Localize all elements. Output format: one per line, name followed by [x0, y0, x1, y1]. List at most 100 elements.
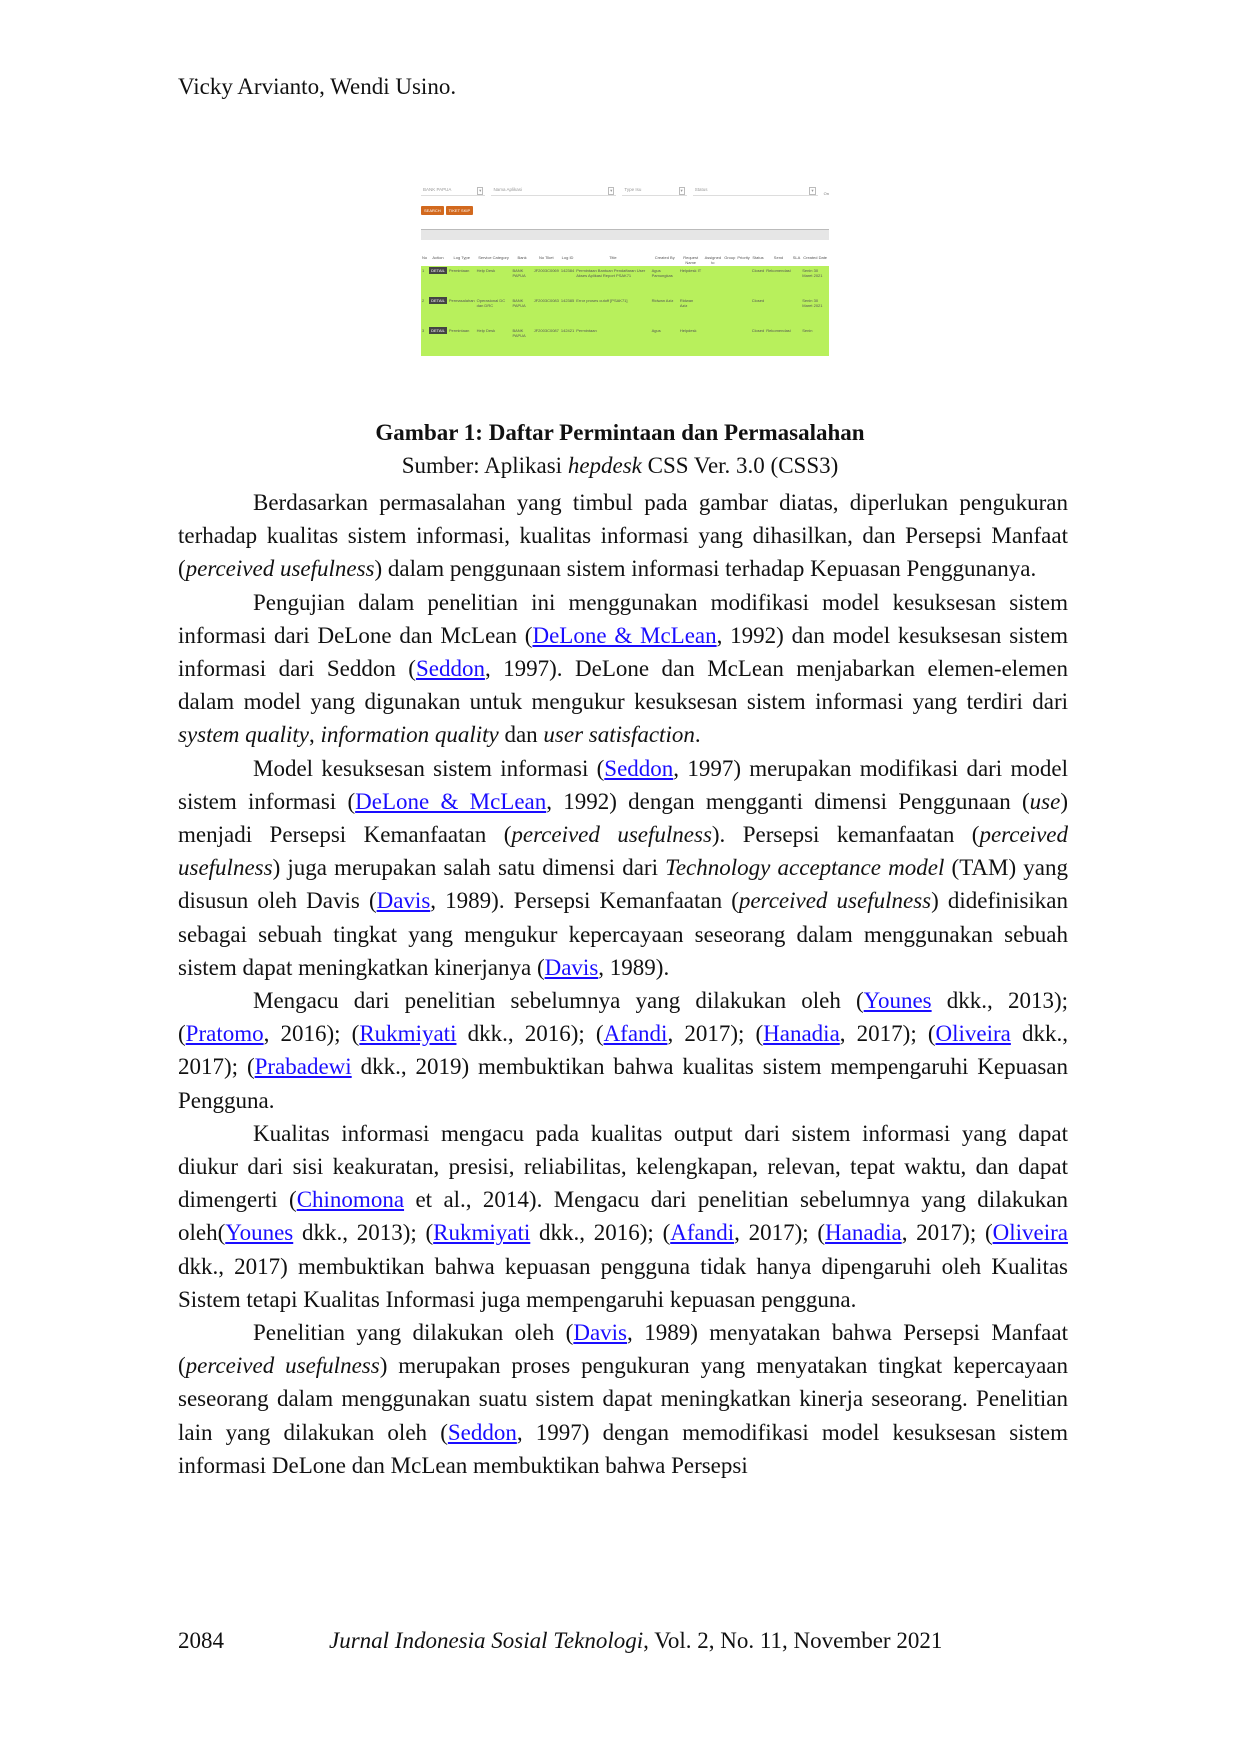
cell-text: 142385	[560, 298, 575, 303]
aplikasi-select[interactable]: Nama Aplikasi▾	[491, 187, 617, 196]
figure-screenshot: BANK PAPUA▾ Nama Aplikasi▾ Type Isu▾ Sta…	[421, 176, 829, 414]
bank-value: BANK PAPUA	[423, 187, 452, 192]
detail-button[interactable]: DETAIL	[429, 297, 447, 304]
type-select[interactable]: Type Isu▾	[622, 187, 687, 196]
table-cell: Rekomendasi	[765, 326, 792, 356]
table-cell: Closed	[750, 296, 766, 326]
citation-link[interactable]: Seddon	[415, 656, 485, 682]
citation-link[interactable]: Chinomona	[296, 1187, 405, 1213]
citation-link[interactable]: Davis	[544, 954, 599, 980]
page-number: 2084	[178, 1628, 224, 1653]
citation-link[interactable]: Davis	[376, 888, 431, 914]
cell-text: Closed	[751, 328, 765, 333]
cell-text: Help Desk	[476, 328, 496, 333]
text-run: ) juga merupakan salah satu dimensi dari	[272, 855, 666, 881]
italic-term: perceived usefulness	[185, 556, 375, 582]
citation-link[interactable]: Younes	[863, 988, 932, 1014]
table-cell: JF2003C0087	[532, 326, 560, 356]
table-cell: Permintaan	[447, 326, 476, 356]
citation-link[interactable]: Oliveira	[992, 1220, 1068, 1246]
text-run: , 2017); (	[667, 1021, 764, 1047]
cell-text: JF2003C0083	[533, 298, 559, 303]
citation-link[interactable]: Davis	[573, 1320, 628, 1346]
cell-text: Rekomendasi	[766, 328, 791, 333]
text-run: , 1997) dengan memodifikasi model kesuks…	[178, 1419, 1068, 1478]
table-cell	[791, 296, 802, 326]
type-placeholder: Type Isu	[624, 187, 642, 192]
cell-text: BANK PAPUA	[512, 328, 526, 338]
bank-select[interactable]: BANK PAPUA▾	[421, 187, 486, 196]
status-placeholder: Status	[694, 187, 708, 192]
table-cell: BANK PAPUA	[511, 266, 533, 296]
citation-link[interactable]: Prabadewi	[254, 1054, 352, 1080]
table-cell: Senin	[801, 326, 829, 356]
cell-text: JF2003C0087	[533, 328, 559, 333]
text-run: dkk., 2019) membuktikan bahwa kualitas s…	[178, 1054, 1068, 1113]
cell-text: 142384	[560, 268, 575, 273]
text-run: dkk., 2016); (	[530, 1220, 671, 1246]
paragraph: Mengacu dari penelitian sebelumnya yang …	[178, 984, 1068, 1117]
citation-link[interactable]: Afandi	[603, 1021, 668, 1047]
cell-text: Ridwan Aziz	[651, 298, 674, 303]
text-run: ) menjadi Persepsi Kemanfaatan (	[178, 788, 1068, 848]
cell-text: BANK PAPUA	[512, 268, 526, 278]
text-run: , 2016); (	[263, 1021, 360, 1047]
italic-term: perceived usefulness	[178, 822, 1068, 881]
citation-link[interactable]: Younes	[225, 1220, 294, 1246]
paragraph: Kualitas informasi mengacu pada kualitas…	[178, 1117, 1068, 1316]
text-run: dkk., 2017); (	[178, 1021, 1068, 1080]
text-run: , 1989).	[598, 954, 670, 980]
text-run: , 2017); (	[901, 1220, 993, 1246]
citation-link[interactable]: Seddon	[447, 1419, 517, 1445]
cell-text: Permintaan	[576, 328, 597, 333]
table-cell: BANK PAPUA	[511, 326, 533, 356]
table-cell	[723, 326, 737, 356]
italic-term: perceived usefulness	[738, 888, 932, 914]
table-cell: 2	[421, 296, 429, 326]
table-cell: Help Desk	[475, 326, 512, 356]
chevron-down-icon: ▾	[608, 187, 615, 195]
status-select[interactable]: Status▾	[692, 187, 818, 196]
journal-issue: , Vol. 2, No. 11, November 2021	[643, 1628, 943, 1653]
table-cell: DETAIL	[428, 266, 448, 296]
cell-text: Closed	[751, 268, 765, 273]
ticket-skip-button[interactable]: TIKET SKIP	[445, 206, 474, 215]
table-cell: 142385	[559, 296, 576, 326]
citation-link[interactable]: Seddon	[604, 755, 674, 781]
citation-link[interactable]: Hanadia	[763, 1021, 840, 1047]
text-run: , 1997). DeLone dan McLean menjabarkan e…	[178, 656, 1068, 715]
column-header: No	[422, 255, 428, 260]
citation-link[interactable]: Hanadia	[825, 1220, 902, 1246]
text-run: , 1992) dan model kesuksesan sistem info…	[178, 622, 1068, 682]
citation-link[interactable]: Rukmiyati	[433, 1220, 531, 1246]
citation-link[interactable]: Pratomo	[185, 1021, 264, 1047]
cell-text: Agus	[651, 328, 661, 333]
table-cell: 142421	[559, 326, 576, 356]
citation-link[interactable]: Afandi	[670, 1220, 735, 1246]
text-run: , 1989) menyatakan bahwa Persepsi Manfaa…	[178, 1320, 1068, 1379]
text-run: .	[694, 722, 701, 748]
citation-link[interactable]: Rukmiyati	[359, 1021, 457, 1047]
cell-text: Closed	[751, 298, 765, 303]
text-run: dkk., 2016); (	[456, 1021, 604, 1047]
table-cell: Agus Pamungkas	[650, 266, 679, 296]
citation-link[interactable]: Oliveira	[935, 1021, 1011, 1047]
citation-link[interactable]: DeLone & McLean	[532, 622, 717, 648]
citation-link[interactable]: DeLone & McLean	[355, 788, 547, 814]
column-header: Group	[724, 255, 736, 260]
figure-source: Sumber: Aplikasi hepdesk CSS Ver. 3.0 (C…	[0, 453, 1240, 479]
table-cell: Permintaan Bantuan Pendaftaran User Akse…	[575, 266, 651, 296]
column-header: Title	[609, 255, 617, 260]
detail-button[interactable]: DETAIL	[429, 327, 447, 334]
source-italic: hepdesk	[567, 453, 642, 478]
search-button[interactable]: SEARCH	[421, 206, 444, 215]
journal-footer: Jurnal Indonesia Sosial Teknologi, Vol. …	[329, 1628, 942, 1654]
cell-text: 2	[422, 298, 425, 303]
detail-button[interactable]: DETAIL	[429, 267, 447, 274]
column-header: No Tiket	[538, 255, 554, 260]
table-cell: 3	[421, 326, 429, 356]
cell-text: Senin 30 Maret 2021	[802, 298, 823, 308]
italic-term: information quality	[320, 722, 499, 748]
